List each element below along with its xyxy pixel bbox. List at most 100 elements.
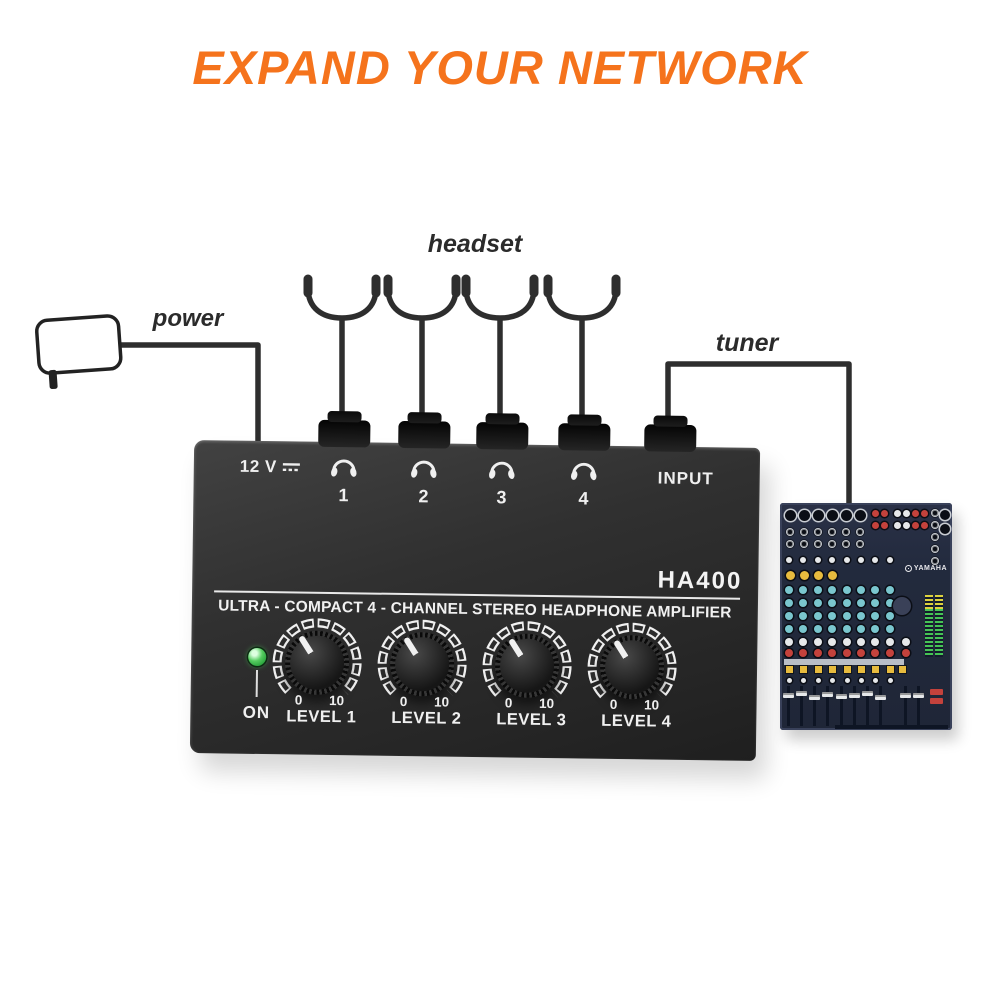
input-jack: [644, 424, 697, 453]
knob-scale-arc: [587, 622, 677, 700]
mixer-detail: [814, 612, 822, 620]
scale-min: 0: [399, 693, 408, 710]
mixer-detail: [783, 693, 794, 698]
mixer-detail: [880, 521, 888, 529]
mixer-detail: [930, 689, 943, 695]
mixer-detail: [898, 666, 906, 673]
scale-min: 0: [609, 696, 618, 712]
mixer-detail: [798, 509, 810, 521]
mixer-detail: [902, 509, 910, 517]
mixer-detail: [786, 677, 792, 683]
mixer-detail: [871, 599, 879, 607]
scale-max: 10: [538, 695, 555, 712]
mixer-detail: [857, 612, 865, 620]
mixer-detail: [886, 649, 894, 657]
mixer-detail: [857, 599, 865, 607]
level-label-1: LEVEL 1: [286, 707, 357, 727]
knob-scale-arc: [272, 618, 362, 695]
mixer-detail: [879, 686, 882, 726]
mixer-detail: [843, 556, 851, 564]
mixer-detail: [893, 597, 911, 615]
headphone-channel-3: 3: [483, 456, 520, 508]
channel-number: 1: [338, 485, 349, 506]
mixer-detail: [799, 586, 807, 594]
headphone-channel-2: 2: [405, 455, 442, 507]
dc-symbol-icon: [282, 463, 300, 472]
scale-max: 10: [328, 692, 345, 709]
mixer-detail: [814, 649, 822, 657]
led-meter-left: [925, 595, 933, 657]
level-label-2: LEVEL 2: [391, 708, 462, 728]
mixer-detail: [857, 666, 865, 673]
mixer-detail: [785, 556, 793, 564]
headphone-jack-3: [476, 422, 529, 450]
mixer-detail: [835, 725, 948, 729]
mixer-detail: [785, 666, 793, 673]
mixer-detail: [902, 521, 910, 529]
yamaha-logo-icon: [904, 565, 912, 572]
knob-scale-arc: [377, 619, 467, 697]
headphones-icon: [411, 460, 437, 478]
mixer-detail: [809, 695, 820, 700]
mixer-detail: [900, 693, 911, 698]
mixer-detail: [933, 523, 937, 527]
mixer-detail: [799, 612, 807, 620]
mixer-detail: [913, 693, 924, 698]
mixer-detail: [840, 509, 852, 521]
mixer-detail: [886, 638, 894, 646]
mixer-detail: [857, 649, 865, 657]
mixer-detail: [814, 625, 822, 633]
mixer-detail: [785, 599, 793, 607]
power-led: [248, 647, 267, 667]
level-knob-1: [266, 612, 367, 713]
scale-max: 10: [433, 694, 450, 710]
tuner-label: tuner: [715, 329, 779, 357]
mixer-detail: [814, 586, 822, 594]
mixer-detail: [902, 638, 910, 646]
mixer-detail: [893, 509, 901, 517]
headphone-amplifier: 12 V INPUT 1 2: [189, 419, 761, 761]
mixer-detail: [802, 530, 806, 534]
mixer-detail: [813, 570, 823, 580]
mixer-detail: [814, 638, 822, 646]
mixer-detail: [858, 530, 862, 534]
mixer-detail: [875, 695, 886, 700]
headphones-icon: [489, 461, 515, 480]
mixer-detail: [843, 666, 851, 673]
headphone-channel-4: 4: [565, 457, 602, 509]
mixer-detail: [787, 686, 790, 726]
mixer-detail: [799, 570, 809, 580]
mixer-detail: [886, 612, 894, 620]
mixer-detail: [857, 625, 865, 633]
mixer-detail: [871, 521, 879, 529]
mixer-detail: [871, 612, 879, 620]
mixer-detail: [843, 599, 851, 607]
mixer-detail: [796, 691, 807, 696]
headphones-icon: [331, 459, 357, 477]
power-label: power: [152, 305, 224, 332]
mixer-detail: [785, 649, 793, 657]
mixer-detail: [857, 556, 865, 564]
mixer-detail: [802, 542, 806, 546]
mixer-detail: [800, 677, 806, 683]
mixer-detail: [853, 686, 856, 726]
mixer-detail: [933, 511, 937, 515]
mixer-detail: [814, 666, 822, 673]
channel-number: 4: [578, 488, 589, 509]
voltage-label: 12 V: [240, 457, 302, 478]
level-label-4: LEVEL 4: [601, 711, 672, 731]
mixer-detail: [785, 638, 793, 646]
mixer-detail: [843, 625, 851, 633]
mixer-detail: [785, 625, 793, 633]
mixer-detail: [843, 638, 851, 646]
mixer-detail: [920, 509, 928, 517]
led-pointer-line: [255, 669, 259, 697]
mixer-detail: [830, 530, 834, 534]
mixer-detail: [828, 556, 836, 564]
knob-scale-arc: [482, 621, 572, 698]
mixer-detail: [904, 686, 907, 726]
mixer-detail: [828, 666, 836, 673]
headphone-jack-4: [558, 423, 611, 451]
mixer-detail: [828, 599, 836, 607]
mixer-detail: [862, 691, 873, 696]
